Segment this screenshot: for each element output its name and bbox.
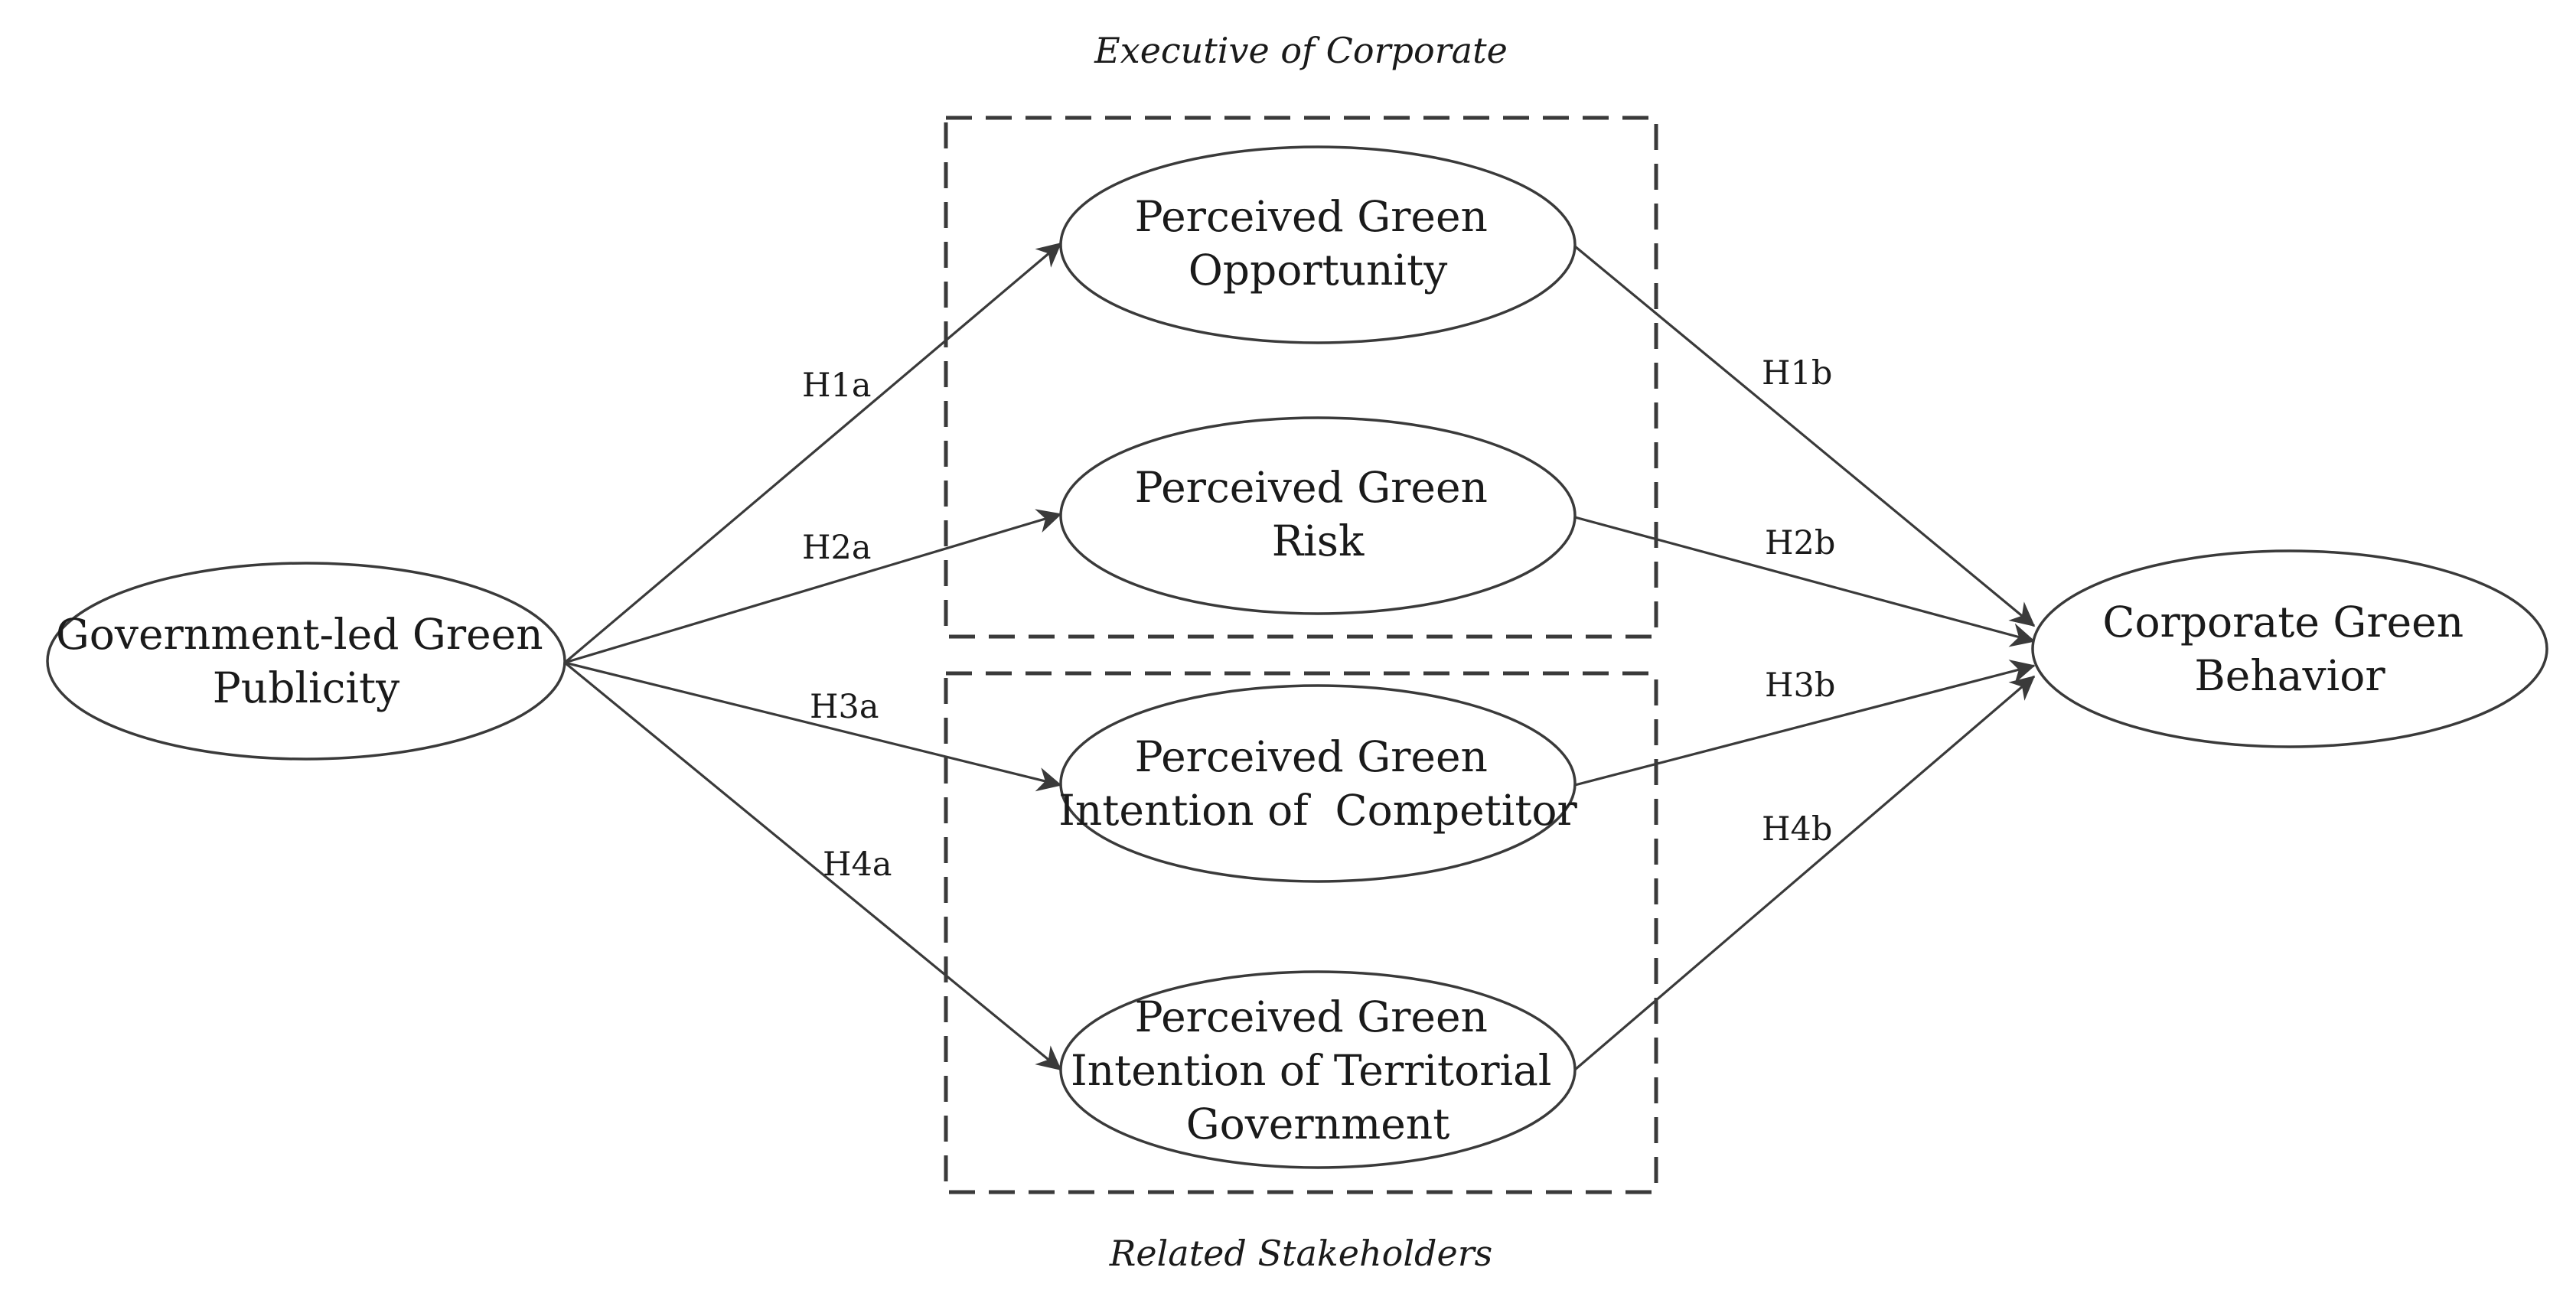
- node-territorial-government-line-1: Perceived Green: [1135, 992, 1488, 1041]
- edge-label-h1b: H1b: [1762, 354, 1832, 393]
- node-territorial-government-line-2: Intention of Territorial: [1071, 1046, 1552, 1095]
- node-corporate-behavior-line-1: Corporate Green: [2102, 598, 2464, 647]
- edge-h1b: [1573, 245, 2036, 627]
- svg-text:Corporate Green Behavior: Corporate Green Behavior: [2102, 598, 2477, 700]
- node-territorial-government: Perceived Green Intention of Territorial…: [1059, 970, 1577, 1169]
- edge-label-h2a: H2a: [802, 529, 872, 567]
- edge-h3b: [1574, 660, 2036, 787]
- edge-label-h2b: H2b: [1765, 524, 1835, 562]
- node-government-publicity-line-2: Publicity: [213, 663, 399, 712]
- edge-h1a: [563, 242, 1062, 664]
- svg-text:Perceived Green Opportun: Perceived Green Opportunity: [1135, 192, 1502, 295]
- svg-text:Government-led Green Pub: Government-led Green Publicity: [56, 610, 556, 712]
- svg-text:Perceived Green Risk: Perceived Green Risk: [1135, 463, 1502, 565]
- edge-label-h3b: H3b: [1765, 666, 1835, 705]
- edge-label-h4b: H4b: [1762, 810, 1832, 849]
- edge-h3a: [564, 661, 1062, 792]
- node-green-opportunity: Perceived Green Opportunity: [1059, 145, 1577, 344]
- node-green-risk-line-1: Perceived Green: [1135, 463, 1488, 512]
- node-competitor-intention-line-2: Intention of Competitor: [1058, 786, 1577, 835]
- node-green-opportunity-line-1: Perceived Green: [1135, 192, 1488, 241]
- edge-label-h4a: H4a: [823, 845, 892, 884]
- node-corporate-behavior-line-2: Behavior: [2194, 651, 2385, 700]
- node-government-publicity: Government-led Green Publicity: [46, 562, 566, 761]
- svg-text:Perceived Green Intentio: Perceived Green Intention of Territorial…: [1071, 992, 1565, 1148]
- edges-layer: [563, 242, 2036, 1071]
- edge-h4b: [1573, 675, 2036, 1071]
- edge-h4a: [563, 661, 1062, 1071]
- edge-label-h3a: H3a: [810, 688, 879, 726]
- executive-group-box: [944, 116, 1658, 639]
- node-territorial-government-line-3: Government: [1186, 1100, 1450, 1148]
- node-government-publicity-line-1: Government-led Green: [56, 610, 543, 659]
- edge-label-h1a: H1a: [802, 367, 872, 405]
- stakeholders-group-box: [944, 671, 1658, 1194]
- node-green-risk-line-2: Risk: [1272, 516, 1365, 565]
- edge-h2b: [1574, 516, 2036, 647]
- node-competitor-intention: Perceived Green Intention of Competitor: [1058, 684, 1578, 883]
- svg-text:Perceived Green Intentio: Perceived Green Intention of Competitor: [1058, 732, 1577, 835]
- node-green-risk: Perceived Green Risk: [1059, 416, 1577, 615]
- stakeholders-group-caption: Related Stakeholders: [1109, 1233, 1493, 1274]
- node-corporate-behavior: Corporate Green Behavior: [2031, 549, 2548, 748]
- node-competitor-intention-line-1: Perceived Green: [1135, 732, 1488, 781]
- executive-group-caption: Executive of Corporate: [1094, 30, 1508, 71]
- node-green-opportunity-line-2: Opportunity: [1189, 246, 1448, 295]
- edge-h2a: [564, 509, 1062, 664]
